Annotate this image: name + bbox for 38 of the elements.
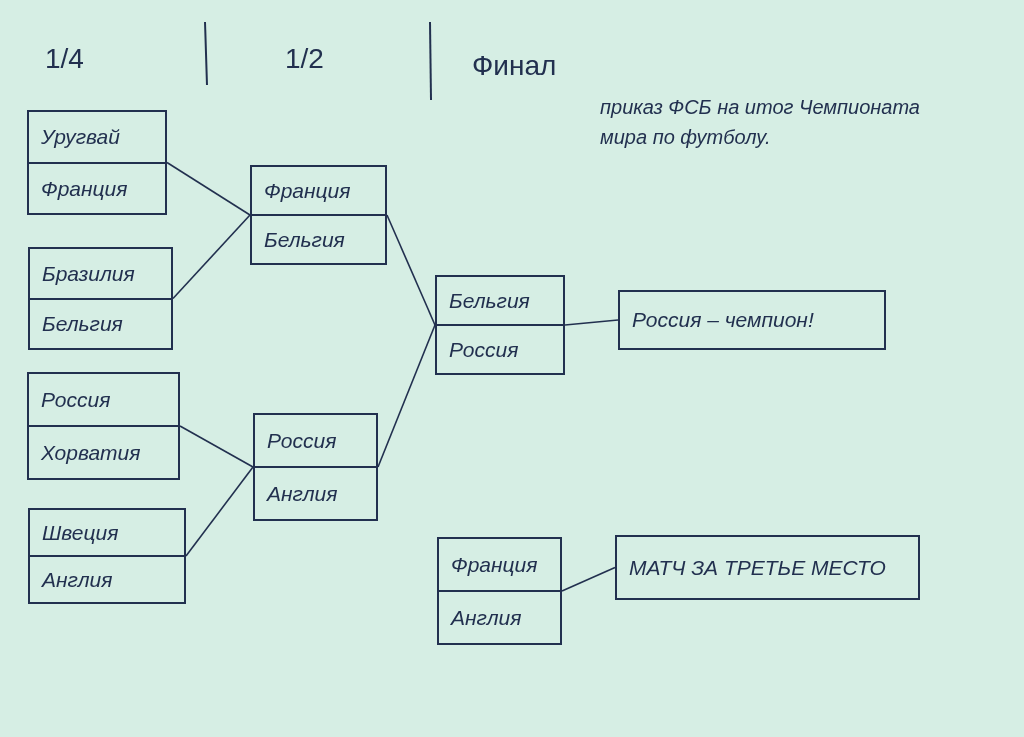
team-name: Англия	[30, 555, 184, 602]
match-box	[28, 247, 173, 350]
connector-line	[179, 425, 254, 468]
team-name: Уругвай	[40, 124, 121, 150]
result-box	[618, 290, 886, 350]
team-name: Бельгия	[448, 287, 531, 314]
match-box	[437, 537, 562, 645]
team-name: Россия	[266, 427, 338, 454]
team-name: Франция	[263, 177, 352, 204]
team-name: Англия	[439, 590, 560, 643]
note-text: приказ ФСБ на итог Чемпионата мира по футболу.	[600, 95, 921, 150]
column-heading: 1/2	[285, 42, 325, 76]
match-box	[27, 372, 180, 480]
match-box	[28, 508, 186, 604]
team-name: Швеция	[41, 519, 120, 546]
team-name: Россия	[40, 386, 112, 413]
match-box	[27, 110, 167, 215]
connector-line	[561, 566, 616, 592]
team-name: Россия	[437, 324, 563, 373]
team-name: Бельгия	[252, 214, 385, 263]
team-name: Бразилия	[41, 260, 136, 287]
connector-line	[564, 319, 619, 326]
team-name: Хорватия	[29, 425, 178, 478]
match-box	[253, 413, 378, 521]
result-text: МАТЧ ЗА ТРЕТЬЕ МЕСТО	[628, 554, 887, 581]
match-box	[250, 165, 387, 265]
column-heading: Финал	[472, 49, 558, 83]
team-name: Франция	[450, 551, 539, 578]
connector-line	[172, 214, 251, 300]
team-name: Франция	[29, 161, 165, 213]
connector-line	[166, 161, 251, 216]
column-heading: 1/4	[45, 42, 85, 76]
connector-line	[185, 466, 254, 557]
match-box	[435, 275, 565, 375]
result-box	[615, 535, 920, 600]
team-name: Бельгия	[30, 297, 171, 348]
result-text: Россия – чемпион!	[631, 307, 815, 334]
team-name: Англия	[255, 466, 376, 519]
